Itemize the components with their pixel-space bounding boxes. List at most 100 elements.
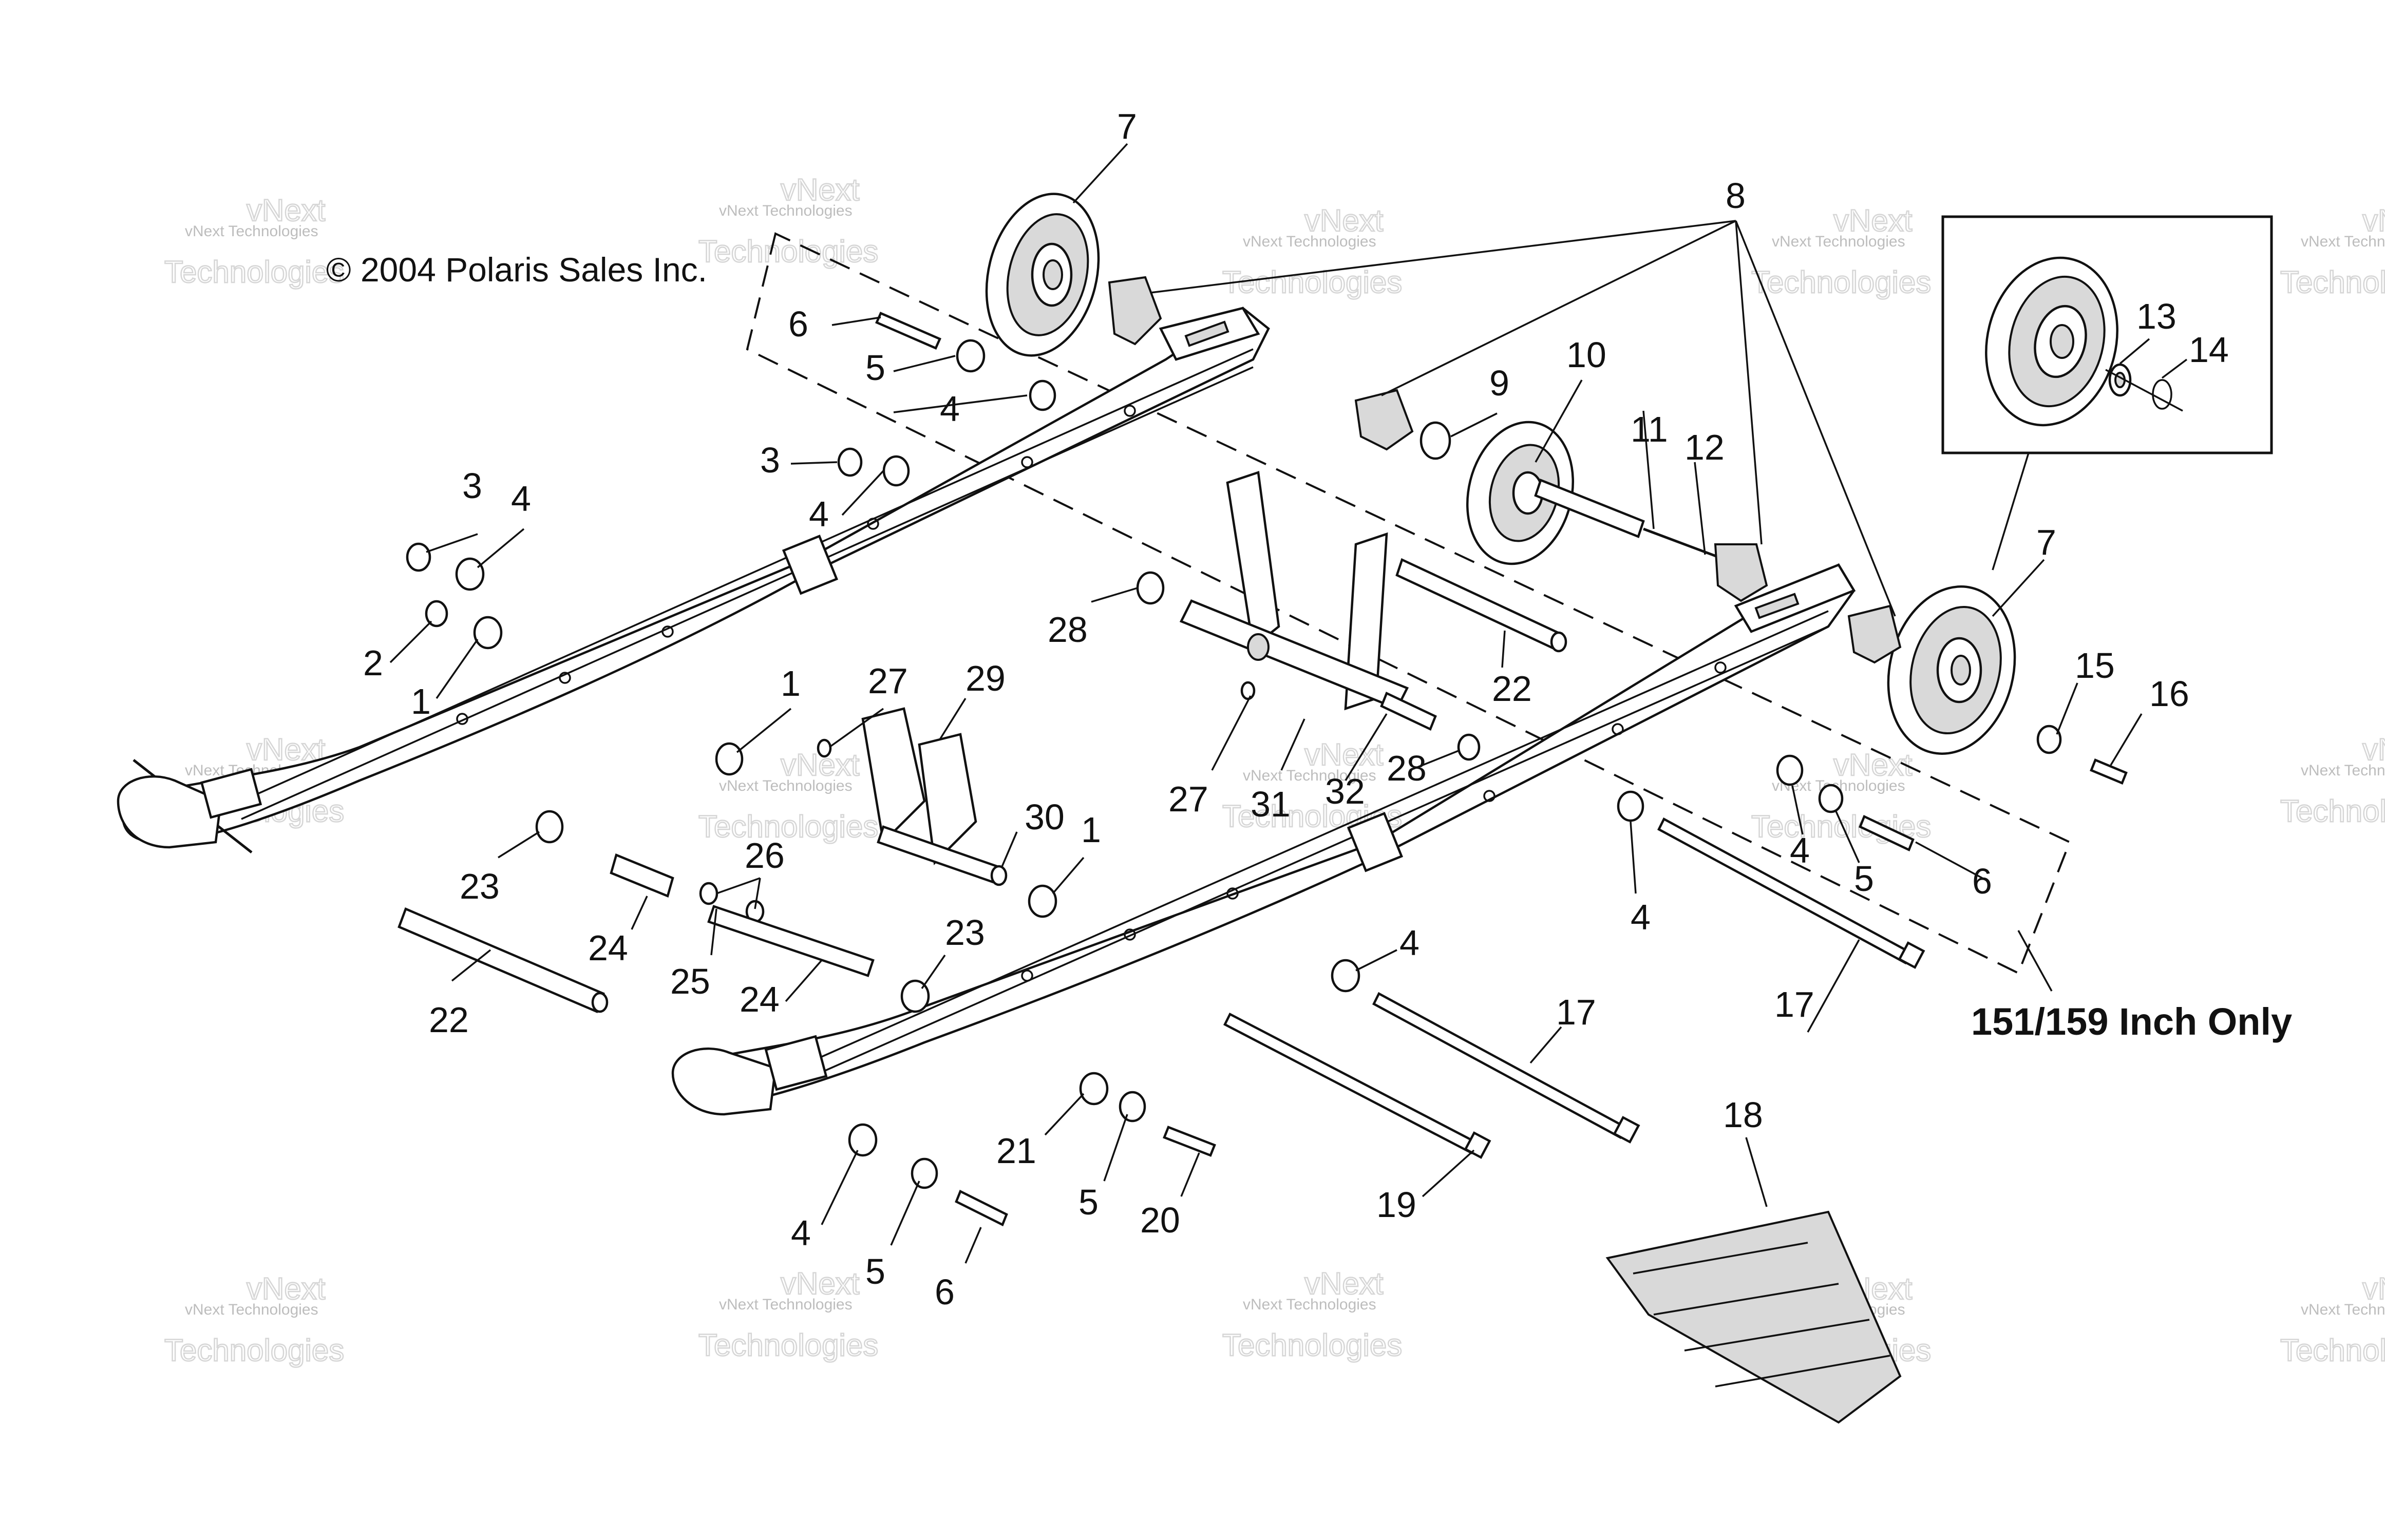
svg-text:vNext Technologies: vNext Technologies [719,202,853,219]
svg-text:Technologies: Technologies [698,1328,878,1362]
svg-text:vNext: vNext [247,193,326,227]
axle-pin [1380,691,1437,731]
callout-label: 15 [2075,645,2115,686]
hardware-group [406,312,2128,1227]
callout-label: 28 [1048,610,1088,650]
svg-text:vNext Technologies: vNext Technologies [2301,233,2385,250]
inset-leader-14 [2161,358,2188,379]
inset-leader-13 [2119,338,2150,365]
callout-label: 32 [1325,771,1365,811]
callout-label: 23 [945,912,985,953]
svg-text:Technologies: Technologies [698,809,878,844]
callout-label: 22 [1492,669,1532,709]
callout-label: 5 [1854,859,1874,899]
watermark: vNext Technologies vNext Technologies [1222,203,1403,300]
callout-label: 8 [1726,176,1746,216]
svg-text:vNext Technologies: vNext Technologies [1772,233,1905,250]
svg-text:vNext Technologies: vNext Technologies [1243,233,1376,250]
callout-label: 1 [781,663,801,704]
right-slide-rail [671,563,1856,1116]
callout-label: 24 [588,928,628,968]
callout-label: 6 [1972,861,1992,901]
callout-label: 6 [935,1272,955,1312]
callout-label: 24 [740,979,780,1019]
callout-label: 5 [865,348,885,388]
callout-label: 29 [966,658,1006,698]
spacer-washer-28 [1457,733,1481,761]
svg-text:vNext: vNext [1833,203,1913,238]
svg-text:vNext Technologies: vNext Technologies [2301,762,2385,779]
callout-label: 25 [670,961,710,1001]
svg-text:Technologies: Technologies [1222,265,1402,299]
watermark: vNext Technologies vNext Technologies [164,1271,345,1368]
option-note: 151/159 Inch Only [1971,1000,2292,1043]
svg-text:vNext Technologies: vNext Technologies [1243,767,1376,784]
left-slide-rail [117,307,1270,853]
callout-label: 18 [1723,1095,1763,1135]
svg-text:Technologies: Technologies [1222,1328,1402,1362]
svg-text:vNext Technologies: vNext Technologies [2301,1301,2385,1318]
svg-text:Technologies: Technologies [2280,794,2385,828]
callout-label: 4 [1399,923,1419,963]
callout-label: 12 [1684,427,1725,467]
callout-label: 5 [865,1251,885,1291]
callout-label: 4 [809,494,829,534]
track-segment [1605,1210,1902,1424]
svg-text:vNext: vNext [1304,203,1384,238]
callout-label: 1 [411,681,431,721]
inset-bearing [2108,363,2132,397]
inset-detail-leader [1992,452,2030,571]
svg-text:Technologies: Technologies [1751,265,1931,299]
spacer-washer-28 [1136,571,1165,605]
wheel-cap [1354,389,1414,451]
callout-label: 4 [1631,897,1651,937]
svg-text:vNext: vNext [1833,748,1913,782]
callout-label: 4 [940,389,960,429]
svg-text:Technologies: Technologies [2280,265,2385,299]
watermark: vNext Technologies vNext Technologies [698,1266,879,1363]
callout-label: 7 [2036,522,2056,562]
copyright-notice: © 2004 Polaris Sales Inc. [326,251,707,289]
callout-label: 14 [2189,330,2229,370]
callout-label: 6 [788,304,808,344]
callout-label: 3 [462,466,482,506]
callout-label: 17 [1556,992,1596,1032]
callout-label: 27 [868,661,908,701]
callout-label: 3 [760,440,780,480]
bolt-17-center [1372,992,1640,1144]
svg-text:vNext: vNext [1304,737,1384,772]
callout-label: 19 [1376,1185,1416,1225]
callout-label: 30 [1025,797,1065,837]
callout-label: 4 [791,1213,811,1253]
inset-snap-ring [2105,369,2183,412]
watermark: vNext Technologies vNext Technologies [1751,203,1932,300]
option-note-leader [2017,930,2053,992]
wheel-axle [1534,479,1726,561]
callout-label: 31 [1251,784,1291,824]
pivot-shaft-assembly [610,853,875,977]
idler-wheel-center [1466,421,1575,565]
callout-label: 16 [2149,674,2189,714]
option-dashed-boundary [746,232,2071,975]
detail-inset-box [1941,215,2273,454]
callout-label: 4 [1790,830,1810,870]
cross-shaft-22-top [1395,558,1567,653]
callout-label: 28 [1387,748,1427,788]
leader-lines [389,143,2143,1264]
svg-text:vNext Technologies: vNext Technologies [1243,1296,1376,1313]
callout-label: 1 [1081,810,1101,850]
callout-label: 4 [511,479,531,519]
svg-text:Technologies: Technologies [2280,1333,2385,1367]
watermark: vNext Technologies vNext Technologies [698,172,879,270]
watermark: vNext Technologies vNext Technologies [2280,203,2385,300]
callout-label: 5 [1078,1182,1099,1222]
callout-label: 7 [1117,106,1137,146]
watermark: vNext Technologies vNext Technologies [1222,1266,1403,1363]
bolt-17-right [1657,817,1925,969]
callout-label: 22 [429,1000,469,1040]
idler-wheel-top [985,193,1100,357]
callout-label: 11 [1631,409,1668,449]
svg-text:vNext: vNext [781,173,860,207]
